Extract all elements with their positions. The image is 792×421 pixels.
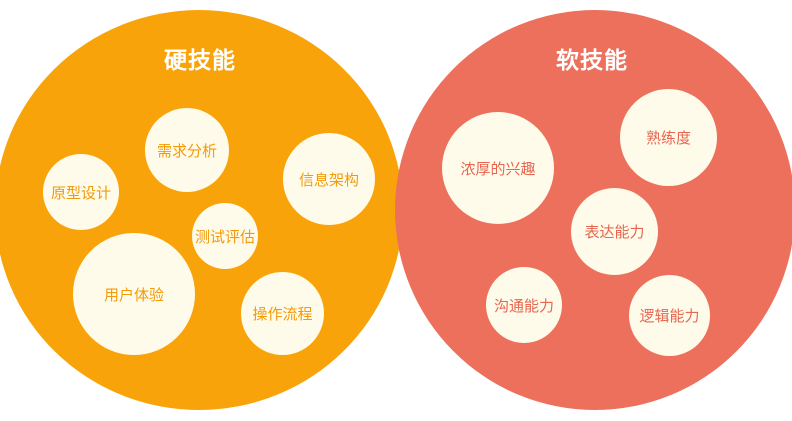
skill-bubble-expression: 表达能力 — [571, 188, 658, 275]
skill-bubble-logic: 逻辑能力 — [629, 275, 710, 356]
skill-label: 测试评估 — [194, 227, 255, 246]
skill-bubble-requirements: 需求分析 — [145, 108, 229, 192]
skill-label: 浓厚的兴趣 — [460, 159, 536, 178]
skill-label: 表达能力 — [584, 223, 645, 241]
skill-label: 操作流程 — [252, 305, 313, 323]
skill-label: 需求分析 — [156, 141, 217, 160]
skill-label: 熟练度 — [645, 129, 691, 147]
skill-label: 用户体验 — [103, 285, 164, 304]
skill-bubble-testing: 测试评估 — [192, 203, 258, 269]
skill-bubble-interest: 浓厚的兴趣 — [442, 112, 554, 224]
skill-label: 信息架构 — [298, 170, 359, 189]
skill-bubble-user-experience: 用户体验 — [73, 233, 195, 355]
hard-skills-title: 硬技能 — [164, 48, 236, 74]
skill-bubble-communication: 沟通能力 — [486, 267, 562, 343]
skill-bubble-proficiency: 熟练度 — [620, 89, 717, 186]
skill-label: 逻辑能力 — [639, 307, 700, 325]
skill-bubble-process: 操作流程 — [241, 272, 324, 355]
soft-skills-title: 软技能 — [556, 48, 628, 74]
skill-bubble-information-architecture: 信息架构 — [283, 133, 375, 225]
skill-bubble-prototype: 原型设计 — [43, 154, 119, 230]
skill-label: 沟通能力 — [493, 296, 554, 315]
skill-label: 原型设计 — [50, 183, 111, 202]
